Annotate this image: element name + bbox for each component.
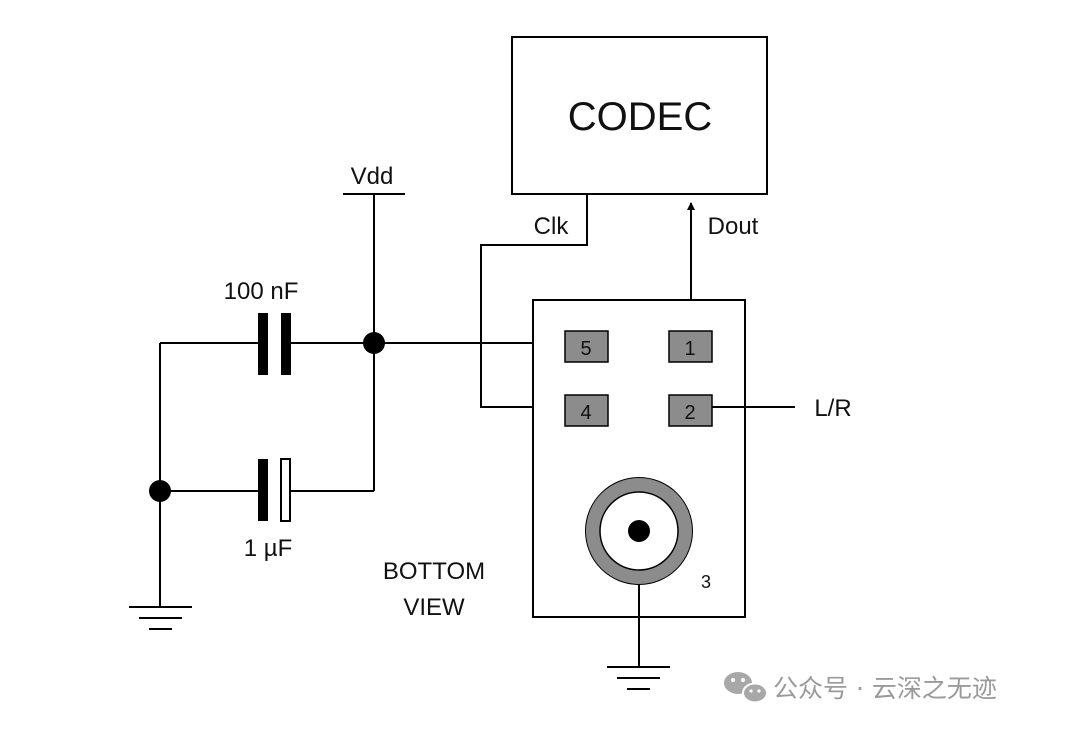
pin-1-pad: 1 [668, 330, 713, 363]
cap-1u-plate-right [280, 458, 291, 522]
pin-2-label: 2 [684, 402, 695, 424]
lr-label: L/R [814, 395, 851, 422]
vdd-label: Vdd [351, 163, 394, 190]
ground-symbol-right [607, 584, 670, 690]
ground-symbol-left [129, 606, 192, 630]
wechat-icon [724, 672, 768, 704]
cap-100n-label: 100 nF [224, 278, 299, 305]
pin-3-ground-ring: 3 [585, 477, 711, 592]
clk-label: Clk [534, 213, 570, 240]
lr-wire: L/R [712, 395, 852, 422]
pin-4-pad: 4 [564, 394, 609, 427]
pin-4-label: 4 [580, 402, 591, 424]
codec-block: CODEC [511, 36, 768, 195]
microphone-package: 5 1 4 2 3 [532, 299, 746, 618]
clk-wire: Clk [480, 194, 588, 411]
pin-5-label: 5 [580, 338, 591, 360]
pin-5-pad: 5 [564, 330, 609, 363]
codec-label: CODEC [568, 95, 712, 139]
view-label-line1: BOTTOM [383, 558, 485, 585]
cap-1u-plate-left [258, 459, 268, 521]
pin-2-pad: 2 [668, 394, 713, 427]
watermark: 公众号 · 云深之无迹 [724, 672, 997, 704]
pin-1-label: 1 [684, 338, 695, 360]
pin-3-label: 3 [701, 572, 711, 592]
cap-100n-plate-left [258, 313, 268, 375]
cap-100n-plate-right [281, 313, 291, 375]
junction-dot-left [149, 480, 171, 502]
view-label-line2: VIEW [403, 594, 465, 621]
decoupling-capacitors: 100 nF 1 µF [149, 278, 374, 607]
cap-1u-label: 1 µF [244, 535, 293, 562]
acoustic-port-dot [628, 520, 650, 542]
vdd-rail: Vdd [343, 163, 405, 491]
dout-label: Dout [708, 213, 759, 240]
watermark-text: 公众号 · 云深之无迹 [773, 674, 997, 703]
bottom-view-caption: BOTTOM VIEW [383, 558, 485, 621]
